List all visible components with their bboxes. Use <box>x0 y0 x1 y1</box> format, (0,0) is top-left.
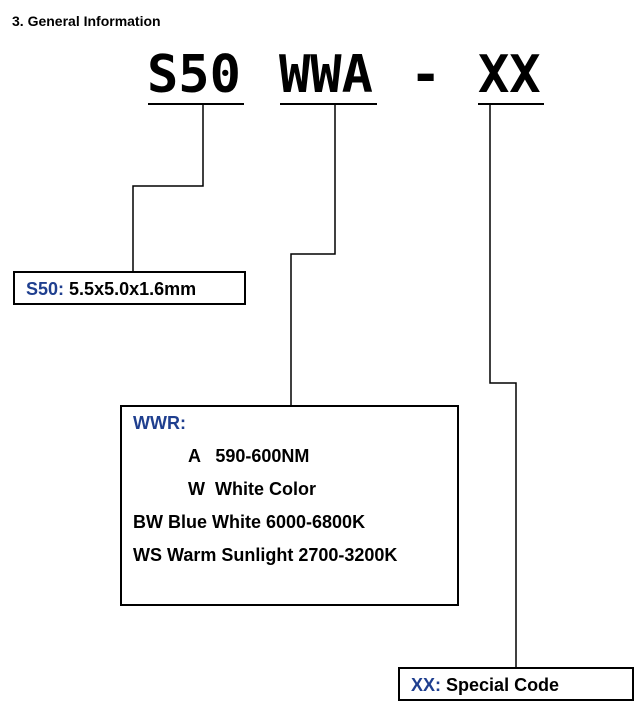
color-box: WWR: A 590-600NM W White Color BW Blue W… <box>120 405 459 606</box>
code-segment-size: S50 <box>147 45 241 105</box>
color-line-a: A 590-600NM <box>188 446 310 466</box>
size-box: S50: 5.5x5.0x1.6mm <box>13 271 246 305</box>
connector-size <box>132 105 204 271</box>
section-title: 3. General Information <box>12 13 161 29</box>
special-code-key: XX: <box>411 675 442 695</box>
connector-color <box>290 105 336 406</box>
code-separator: - <box>410 45 442 105</box>
connector-special <box>489 105 517 667</box>
code-segment-color-underline <box>280 103 377 105</box>
color-line-w: W White Color <box>188 479 316 499</box>
size-value: 5.5x5.0x1.6mm <box>69 279 197 299</box>
color-line-ws: WS Warm Sunlight 2700-3200K <box>133 545 398 565</box>
color-line-bw: BW Blue White 6000-6800K <box>133 512 366 532</box>
code-segment-special: XX <box>478 45 541 105</box>
color-key: WWR: <box>133 413 186 433</box>
code-segment-size-underline <box>148 103 244 105</box>
code-segment-color: WWA <box>279 45 373 105</box>
special-code-value: Special Code <box>446 675 560 695</box>
size-box-line: S50: 5.5x5.0x1.6mm <box>26 279 196 300</box>
size-key: S50: <box>26 279 65 299</box>
special-code-line: XX: Special Code <box>411 675 559 696</box>
special-code-box: XX: Special Code <box>398 667 634 701</box>
code-segment-special-underline <box>478 103 544 105</box>
